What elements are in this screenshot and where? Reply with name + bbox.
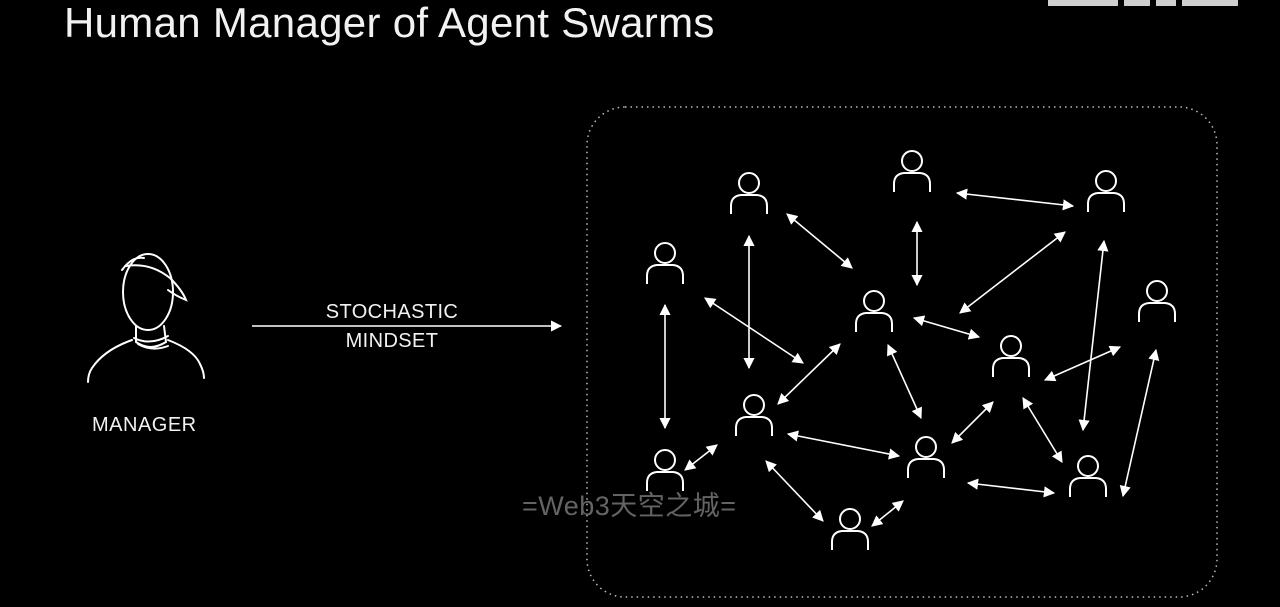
agent-icon <box>992 335 1030 378</box>
agent-icon <box>1087 170 1125 213</box>
agent-icon <box>893 150 931 193</box>
agent-icon <box>831 508 869 551</box>
swarm-boundary <box>586 106 1218 598</box>
slide-title: Human Manager of Agent Swarms <box>64 0 715 46</box>
manager-label: MANAGER <box>92 414 197 436</box>
agent-icon <box>730 172 768 215</box>
agent-connections <box>659 188 1160 527</box>
agent-icon <box>735 394 773 437</box>
agent-icon <box>1138 280 1176 323</box>
agent-icon <box>907 436 945 479</box>
arrow-label-line-2: MINDSET <box>345 330 439 352</box>
agent-icon <box>646 242 684 285</box>
manager-person-sketch-icon <box>87 253 205 383</box>
watermark: =Web3天空之城= <box>522 491 737 521</box>
logo-mark <box>1048 0 1258 6</box>
arrow-label-line-1: STOCHASTIC <box>325 301 459 323</box>
agent-icon <box>1069 455 1107 498</box>
agent-icon <box>855 290 893 333</box>
